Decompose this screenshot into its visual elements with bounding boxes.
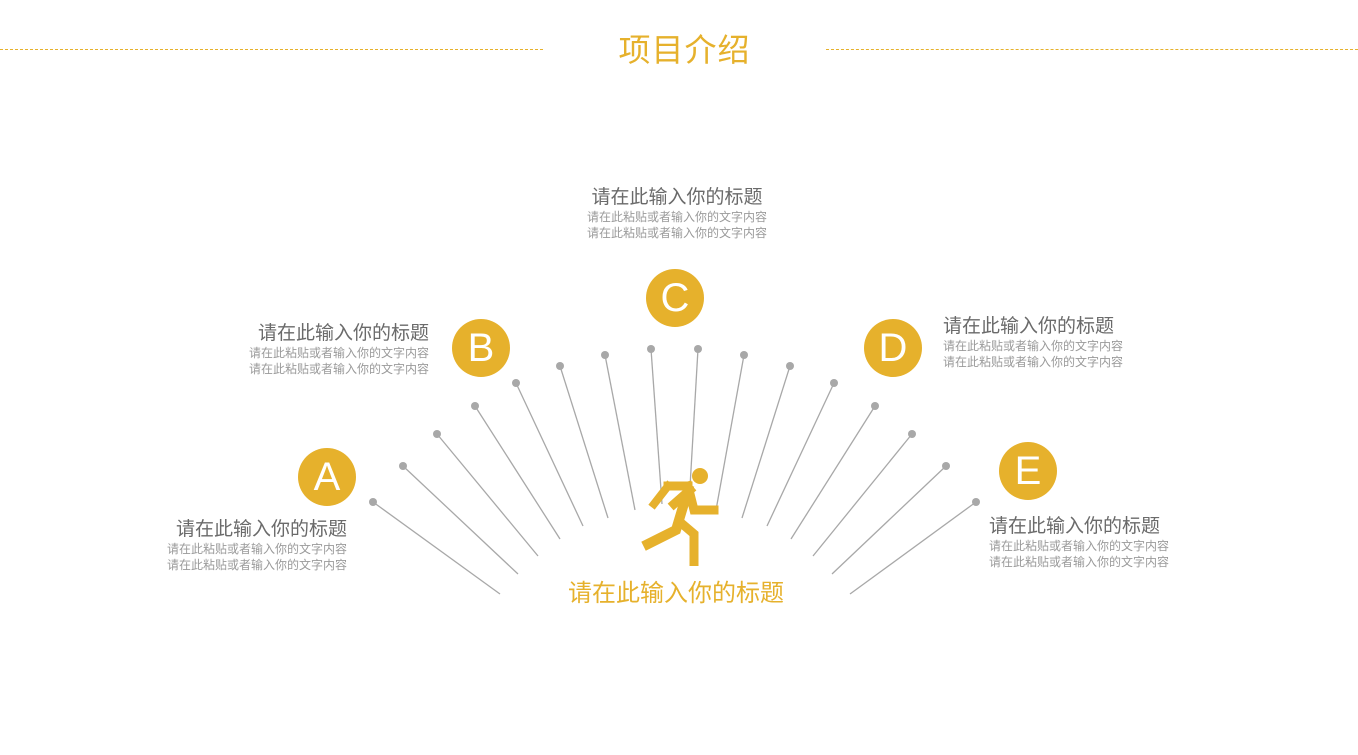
ray-line: [849, 501, 977, 595]
ray-line: [436, 433, 539, 557]
text-block-d-title: 请在此输入你的标题: [943, 315, 1115, 337]
ray-line: [402, 465, 519, 575]
ray-line: [650, 348, 663, 505]
ray-line: [741, 365, 791, 519]
ray-line: [766, 382, 835, 527]
ray-dot: [908, 430, 916, 438]
text-block-a: 请在此输入你的标题 请在此粘贴或者输入你的文字内容 请在此粘贴或者输入你的文字内…: [107, 517, 347, 573]
badge-e-letter: E: [1014, 449, 1042, 493]
text-block-a-title: 请在此输入你的标题: [175, 518, 347, 540]
text-block-d-line-1: 请在此粘贴或者输入你的文字内容: [943, 339, 1124, 353]
ray-line: [372, 501, 501, 595]
ray-line: [604, 354, 636, 511]
badge-a-letter: A: [313, 455, 341, 499]
text-block-a-line-1: 请在此粘贴或者输入你的文字内容: [166, 542, 347, 556]
ray-dot: [369, 498, 377, 506]
ray-dot: [830, 379, 838, 387]
text-block-d: 请在此输入你的标题 请在此粘贴或者输入你的文字内容 请在此粘贴或者输入你的文字内…: [943, 314, 1183, 370]
ray-dot: [786, 362, 794, 370]
badge-b: B: [452, 319, 510, 377]
ray-line: [515, 382, 584, 527]
ray-line: [559, 365, 609, 519]
ray-dot: [871, 402, 879, 410]
ray-dot: [433, 430, 441, 438]
header-divider-left: [0, 49, 543, 50]
text-block-b-line-1: 请在此粘贴或者输入你的文字内容: [248, 346, 429, 360]
text-block-b-line-2: 请在此粘贴或者输入你的文字内容: [248, 362, 429, 376]
badge-e: E: [999, 442, 1057, 500]
ray-line: [831, 465, 947, 575]
badge-c-letter: C: [660, 276, 690, 320]
badge-b-letter: B: [467, 326, 495, 370]
ray-line: [812, 433, 913, 557]
text-block-e-line-2: 请在此粘贴或者输入你的文字内容: [989, 555, 1170, 569]
badge-a: A: [298, 448, 356, 506]
ray-dot: [740, 351, 748, 359]
ray-line: [474, 405, 561, 540]
text-block-e-title: 请在此输入你的标题: [989, 515, 1161, 537]
ray-dot: [556, 362, 564, 370]
page-title: 项目介绍: [618, 31, 751, 69]
center-title: 请在此输入你的标题: [568, 579, 784, 607]
text-block-c-line-1: 请在此粘贴或者输入你的文字内容: [586, 210, 767, 224]
text-block-c: 请在此输入你的标题 请在此粘贴或者输入你的文字内容 请在此粘贴或者输入你的文字内…: [557, 185, 797, 241]
header-divider-right: [826, 49, 1358, 50]
ray-dot: [601, 351, 609, 359]
text-block-e-line-1: 请在此粘贴或者输入你的文字内容: [989, 539, 1170, 553]
text-block-b-title: 请在此输入你的标题: [257, 322, 429, 344]
badge-d-letter: D: [878, 326, 908, 370]
badge-d: D: [864, 319, 922, 377]
text-block-e: 请在此输入你的标题 请在此粘贴或者输入你的文字内容 请在此粘贴或者输入你的文字内…: [989, 514, 1229, 570]
ray-dot: [647, 345, 655, 353]
ray-dot: [512, 379, 520, 387]
badge-c: C: [646, 269, 704, 327]
text-block-b: 请在此输入你的标题 请在此粘贴或者输入你的文字内容 请在此粘贴或者输入你的文字内…: [189, 321, 429, 377]
ray-line: [790, 405, 876, 540]
ray-line: [715, 354, 745, 511]
text-block-a-line-2: 请在此粘贴或者输入你的文字内容: [166, 558, 347, 572]
ray-dot: [694, 345, 702, 353]
ray-line: [688, 348, 699, 505]
text-block-c-line-2: 请在此粘贴或者输入你的文字内容: [586, 226, 767, 240]
text-block-d-line-2: 请在此粘贴或者输入你的文字内容: [943, 355, 1124, 369]
ray-dot: [399, 462, 407, 470]
ray-dot: [471, 402, 479, 410]
running-man-icon: [641, 468, 719, 566]
text-block-c-title: 请在此输入你的标题: [591, 186, 763, 208]
ray-dot: [972, 498, 980, 506]
ray-dot: [942, 462, 950, 470]
